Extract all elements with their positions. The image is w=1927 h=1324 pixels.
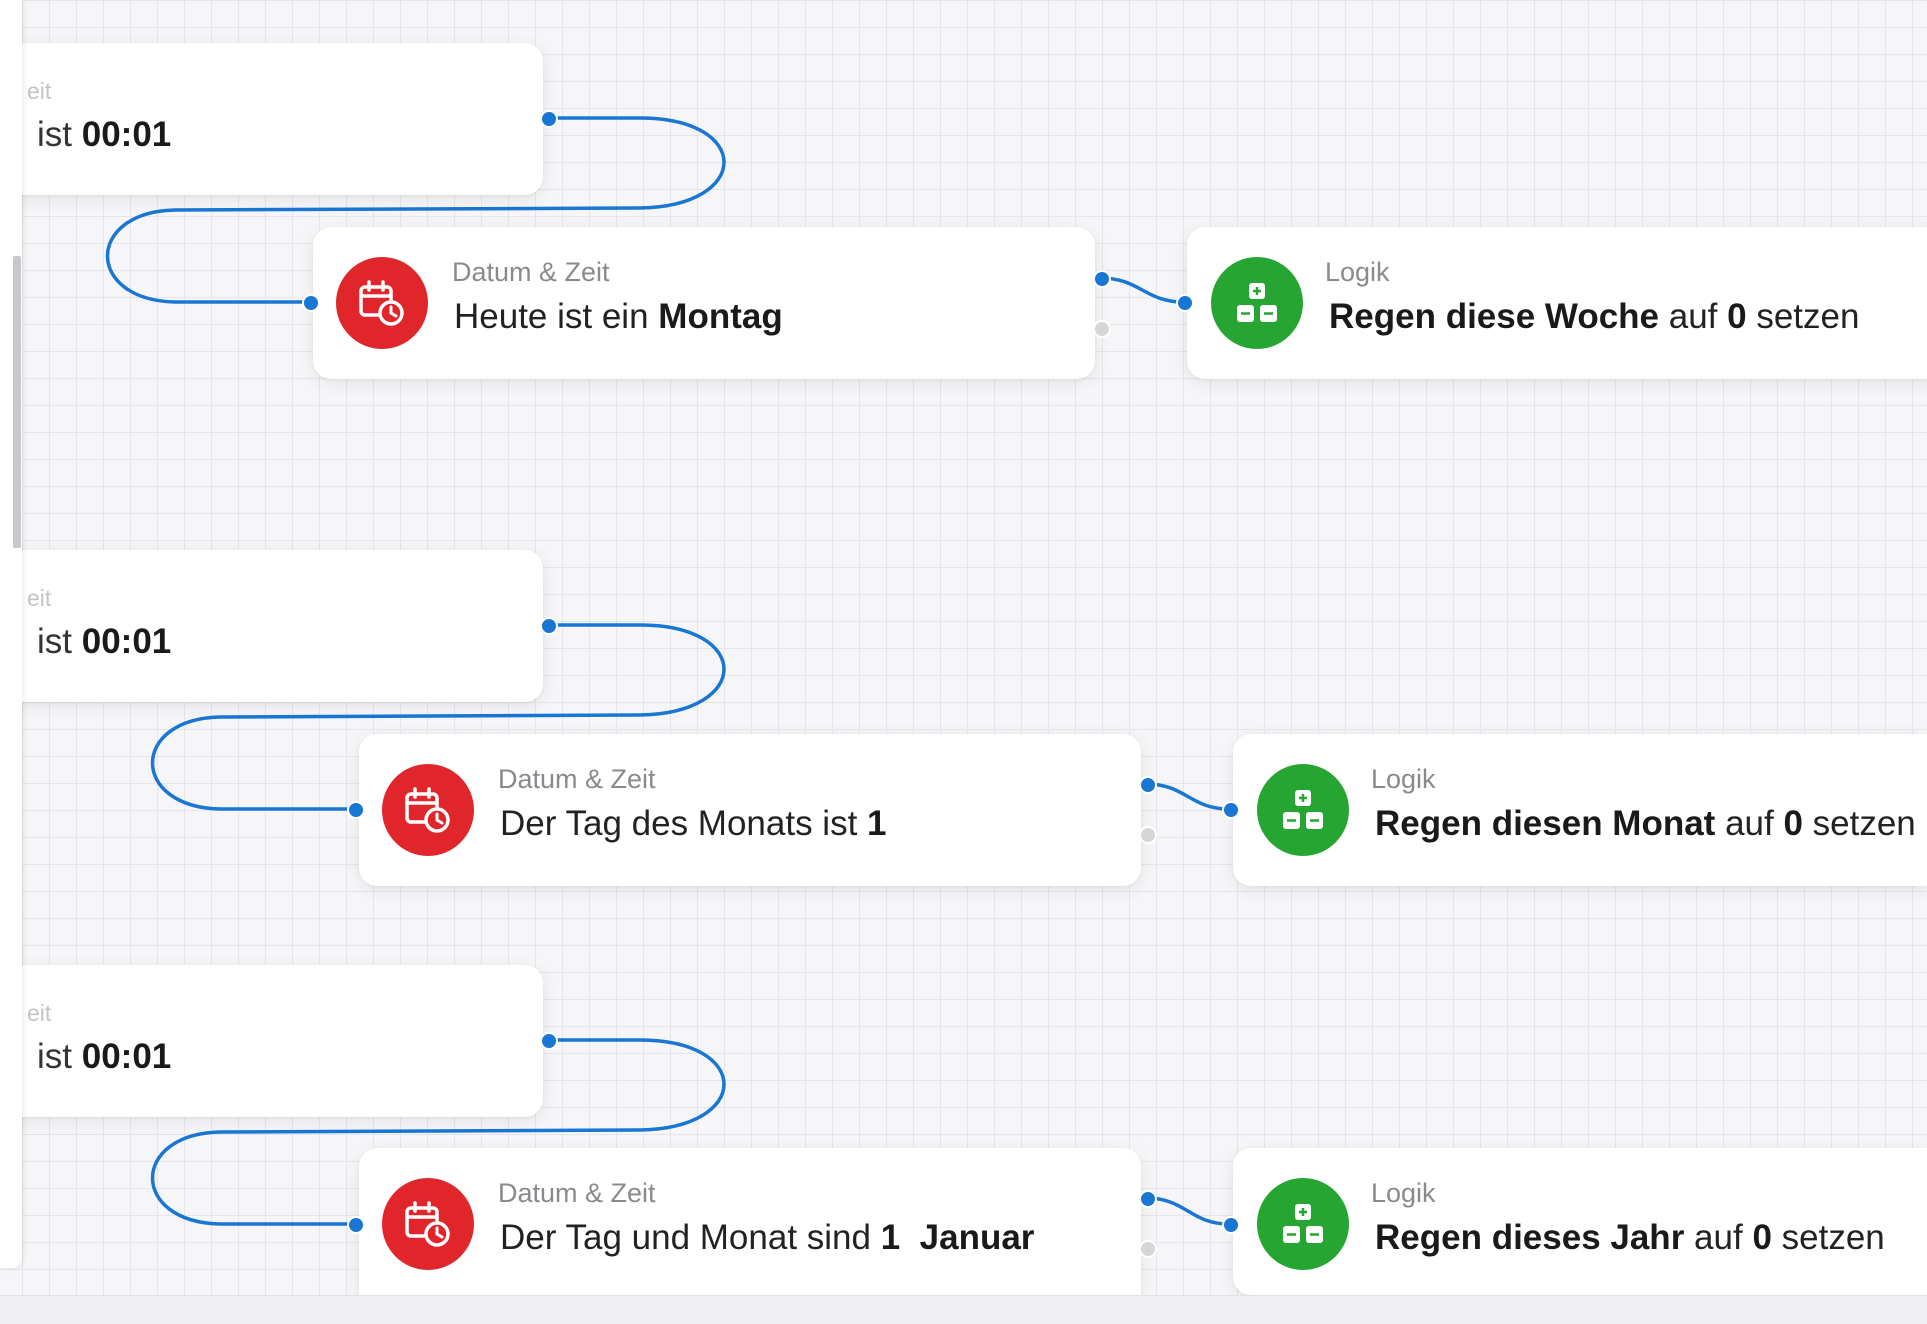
wire-trigger-to-condition-1 — [105, 116, 726, 304]
condition-card-2[interactable]: Datum & Zeit Der Tag des Monats ist 1 — [359, 734, 1141, 886]
condition-category: Datum & Zeit — [498, 764, 656, 794]
condition-true-port[interactable] — [1093, 270, 1111, 288]
condition-input-port[interactable] — [302, 294, 320, 312]
condition-input-port[interactable] — [347, 1216, 365, 1234]
action-card-1[interactable]: Logik Regen diese Woche auf 0 setzen — [1187, 227, 1927, 379]
trigger-category: eit — [27, 78, 52, 104]
trigger-category: eit — [27, 585, 52, 611]
side-panel — [0, 0, 22, 1268]
action-category: Logik — [1371, 764, 1436, 794]
action-input-port[interactable] — [1176, 294, 1194, 312]
trigger-output-port[interactable] — [540, 110, 558, 128]
logic-blocks-icon — [1257, 1178, 1349, 1270]
trigger-card-1[interactable]: eit ist 00:01 — [0, 43, 543, 195]
bottom-bar — [0, 1295, 1927, 1324]
trigger-text: ist 00:01 — [37, 115, 172, 154]
condition-text: Der Tag des Monats ist 1 — [500, 804, 887, 843]
wire-condition-to-action-1 — [1099, 276, 1184, 304]
action-text: Regen diesen Monat auf 0 setzen — [1375, 804, 1916, 843]
condition-category: Datum & Zeit — [498, 1178, 656, 1208]
action-category: Logik — [1371, 1178, 1436, 1208]
logic-blocks-icon — [1257, 764, 1349, 856]
action-input-port[interactable] — [1222, 1216, 1240, 1234]
wire-trigger-to-condition-3 — [150, 1038, 726, 1226]
condition-true-port[interactable] — [1139, 776, 1157, 794]
condition-false-port[interactable] — [1139, 1240, 1157, 1258]
trigger-text: ist 00:01 — [37, 1037, 172, 1076]
condition-text: Der Tag und Monat sind 1 Januar — [500, 1218, 1035, 1257]
condition-false-port[interactable] — [1139, 826, 1157, 844]
action-category: Logik — [1325, 257, 1390, 287]
wire-condition-to-action-3 — [1145, 1196, 1230, 1226]
wire-trigger-to-condition-2 — [150, 623, 726, 811]
condition-true-port[interactable] — [1139, 1190, 1157, 1208]
trigger-card-3[interactable]: eit ist 00:01 — [0, 965, 543, 1117]
trigger-output-port[interactable] — [540, 1032, 558, 1050]
trigger-text: ist 00:01 — [37, 622, 172, 661]
side-panel-scrollbar[interactable] — [13, 256, 21, 548]
condition-category: Datum & Zeit — [452, 257, 610, 287]
action-text: Regen diese Woche auf 0 setzen — [1329, 297, 1860, 336]
condition-card-1[interactable]: Datum & Zeit Heute ist ein Montag — [313, 227, 1095, 379]
action-input-port[interactable] — [1222, 801, 1240, 819]
trigger-output-port[interactable] — [540, 617, 558, 635]
action-text: Regen dieses Jahr auf 0 setzen — [1375, 1218, 1885, 1257]
wire-condition-to-action-2 — [1145, 782, 1230, 811]
calendar-clock-icon — [382, 764, 474, 856]
calendar-clock-icon — [336, 257, 428, 349]
condition-text: Heute ist ein Montag — [454, 297, 783, 336]
calendar-clock-icon — [382, 1178, 474, 1270]
condition-false-port[interactable] — [1093, 320, 1111, 338]
trigger-category: eit — [27, 1000, 52, 1026]
action-card-3[interactable]: Logik Regen dieses Jahr auf 0 setzen — [1233, 1148, 1927, 1295]
condition-input-port[interactable] — [347, 801, 365, 819]
condition-card-3[interactable]: Datum & Zeit Der Tag und Monat sind 1 Ja… — [359, 1148, 1141, 1295]
logic-blocks-icon — [1211, 257, 1303, 349]
action-card-2[interactable]: Logik Regen diesen Monat auf 0 setzen — [1233, 734, 1927, 886]
trigger-card-2[interactable]: eit ist 00:01 — [0, 550, 543, 702]
